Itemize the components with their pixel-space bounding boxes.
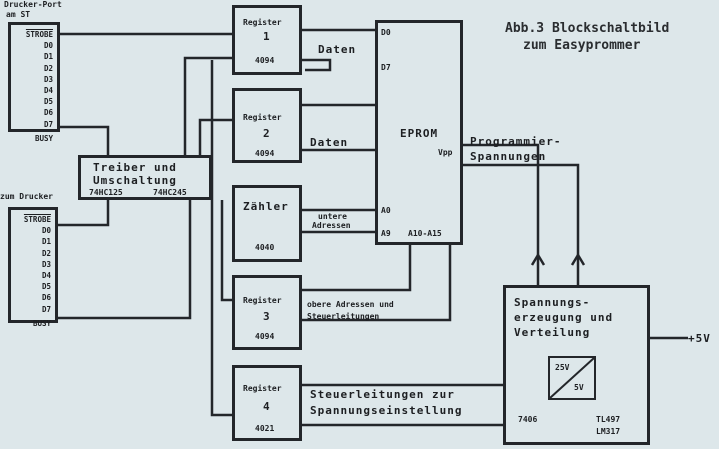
eprom-vpp: Vpp (438, 148, 453, 157)
eprom-name: EPROM (400, 127, 439, 140)
register-number: 2 (263, 127, 271, 140)
pin-label: STROBE (23, 215, 51, 224)
driver-line1: Treiber und (93, 161, 177, 174)
data-bus-label-2: Daten (310, 136, 349, 149)
programming-voltage-label-1: Programmier- (470, 135, 562, 148)
lower-address-label-2: Adressen (312, 221, 351, 230)
pin-label: D7 (41, 304, 51, 314)
pin-label: STROBE (25, 30, 53, 39)
power-line1: Spannungs- (514, 296, 591, 309)
driver-chip2: 74HC245 (153, 188, 187, 197)
control-lines-label-1: Steuerleitungen zur (310, 388, 455, 401)
register-chip: 4094 (255, 56, 275, 65)
register-4-block: Register 4 4021 (232, 365, 302, 441)
driver-line2: Umschaltung (93, 174, 177, 187)
printer-port-out-block: STROBE D0 D1 D2 D3 D4 D5 D6 D7 BUSY (8, 207, 58, 328)
counter-name: Zähler (243, 200, 289, 213)
power-supply-block: Spannungs- erzeugung und Verteilung 25V … (503, 285, 650, 445)
driver-chip1: 74HC125 (89, 188, 123, 197)
printer-port-st-block: STROBE D0 D1 D2 D3 D4 D5 D6 D7 BUSY (8, 22, 60, 143)
register-1-block: Register 1 4094 (232, 5, 302, 75)
pin-label: D0 (41, 226, 51, 236)
eprom-d7: D7 (381, 63, 391, 72)
register-name: Register (243, 113, 282, 122)
eprom-d0: D0 (381, 28, 391, 37)
register-number: 1 (263, 30, 271, 43)
title-line2: zum Easyprommer (523, 38, 641, 53)
eprom-a10-a15: A10-A15 (408, 229, 442, 238)
eprom-a9: A9 (381, 229, 391, 238)
register-name: Register (243, 18, 282, 27)
driver-block: Treiber und Umschaltung 74HC125 74HC245 (78, 155, 212, 200)
upper-address-label-1: obere Adressen und (307, 300, 394, 309)
data-bus-label-1: Daten (318, 43, 357, 56)
counter-block: Zähler 4040 (232, 185, 302, 262)
pin-label: BUSY (32, 318, 51, 328)
pin-label: D4 (41, 271, 51, 281)
register-2-block: Register 2 4094 (232, 88, 302, 163)
pin-label: D1 (41, 237, 51, 247)
pin-label: D2 (41, 248, 51, 258)
register-number: 3 (263, 310, 271, 323)
dc-dc-converter-symbol: 25V 5V (548, 356, 596, 400)
register-chip: 4021 (255, 424, 275, 433)
lower-address-label-1: untere (318, 212, 347, 221)
eprom-a0: A0 (381, 206, 391, 215)
title-line1: Abb.3 Blockschaltbild (505, 21, 670, 36)
register-name: Register (243, 296, 282, 305)
power-chip-tl497: TL497 (596, 415, 621, 424)
pin-label: BUSY (34, 133, 53, 143)
pin-label: D6 (43, 108, 53, 118)
eprom-block: D0 D7 EPROM Vpp A0 A9 A10-A15 (375, 20, 463, 245)
counter-chip: 4040 (255, 243, 275, 252)
register-chip: 4094 (255, 332, 275, 341)
pin-label: D4 (43, 86, 53, 96)
upper-address-label-2: Steuerleitungen (307, 312, 380, 321)
port-printer-label: zum Drucker (0, 192, 53, 201)
power-line3: Verteilung (514, 326, 591, 339)
power-line2: erzeugung und (514, 311, 614, 324)
pin-label: D0 (43, 41, 53, 51)
port-st-sublabel: am ST (6, 10, 31, 19)
pin-label: D2 (43, 63, 53, 73)
input-voltage: 25V (555, 363, 570, 372)
pin-label: D3 (43, 74, 53, 84)
plus-5v-label: +5V (688, 332, 711, 345)
register-3-block: Register 3 4094 (232, 275, 302, 350)
pin-label: D6 (41, 293, 51, 303)
register-name: Register (243, 384, 282, 393)
pin-label: D5 (43, 97, 53, 107)
register-number: 4 (263, 400, 271, 413)
port-st-label: Drucker-Port (4, 0, 62, 9)
power-chip-7406: 7406 (518, 415, 538, 424)
control-lines-label-2: Spannungseinstellung (310, 404, 463, 417)
register-chip: 4094 (255, 149, 275, 158)
pin-label: D7 (43, 119, 53, 129)
pin-label: D5 (41, 282, 51, 292)
pin-label: D3 (41, 259, 51, 269)
power-chip-lm317: LM317 (596, 427, 621, 436)
programming-voltage-label-2: Spannungen (470, 150, 547, 163)
diagram-title: Abb.3 Blockschaltbild zum Easyprommer (505, 20, 669, 54)
output-voltage: 5V (574, 383, 584, 392)
pin-label: D1 (43, 52, 53, 62)
